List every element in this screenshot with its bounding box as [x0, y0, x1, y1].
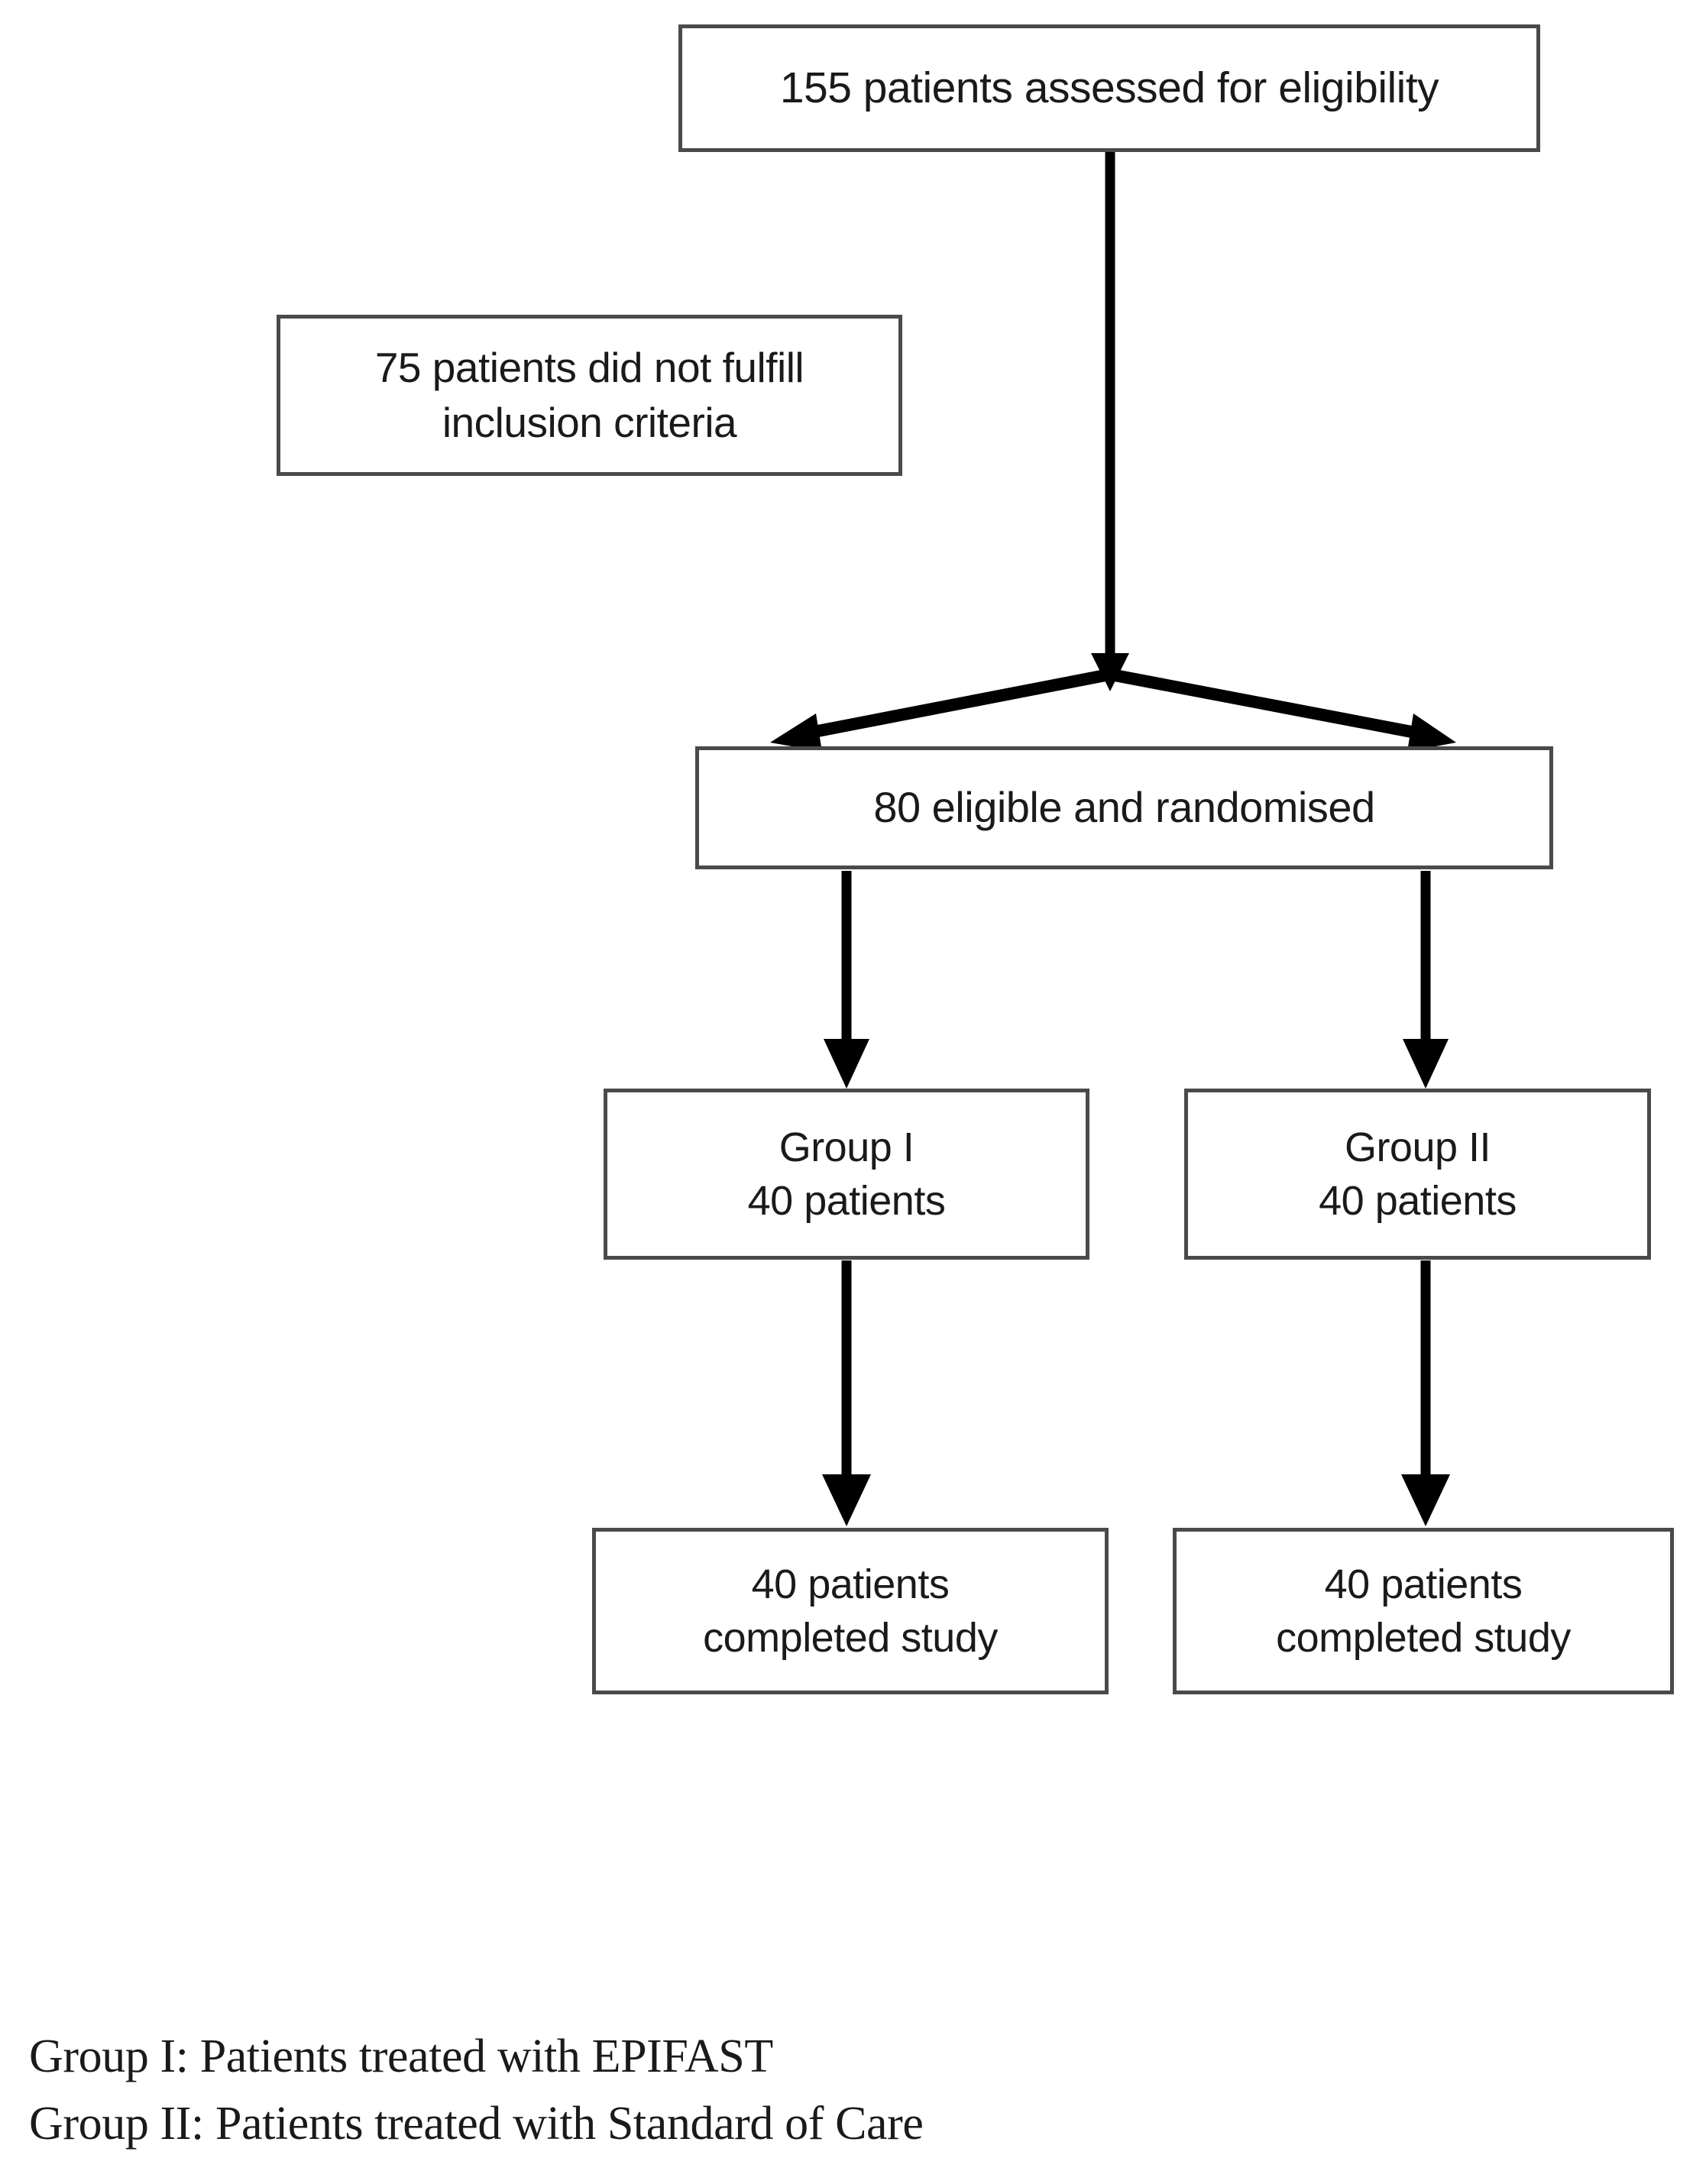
node-group-1-text-wrap: Group I 40 patients — [748, 1121, 946, 1228]
node-randomised-text: 80 eligible and randomised — [873, 783, 1375, 832]
node-complete-2-text-wrap: 40 patients completed study — [1276, 1558, 1571, 1665]
node-group-2-label: Group II — [1344, 1124, 1491, 1170]
legend-line-group-1: Group I: Patients treated with EPIFAST — [29, 2030, 773, 2082]
legend-line-group-2: Group II: Patients treated with Standard… — [29, 2098, 924, 2150]
node-assessed-text: 155 patients assessed for eligibility — [779, 63, 1439, 113]
edge-randomised-to-group1 — [824, 871, 869, 1089]
node-group-1-completed-study: 40 patients completed study — [592, 1528, 1109, 1694]
node-complete-1-text-wrap: 40 patients completed study — [703, 1558, 998, 1665]
node-excluded-not-fulfilling-criteria: 75 patients did not fulfill inclusion cr… — [277, 315, 902, 476]
node-group-2-text-wrap: Group II 40 patients — [1319, 1121, 1517, 1228]
node-group-1: Group I 40 patients — [604, 1089, 1089, 1260]
edge-split-to-randomised-left — [770, 669, 1107, 752]
edge-assessed-to-split — [1091, 151, 1129, 691]
node-group-2-completed-study: 40 patients completed study — [1173, 1528, 1674, 1694]
node-excluded-text-wrap: 75 patients did not fulfill inclusion cr… — [375, 341, 804, 450]
node-complete-2-line-2: completed study — [1276, 1615, 1571, 1661]
node-group-2: Group II 40 patients — [1184, 1089, 1651, 1260]
edge-split-to-randomised-right — [1113, 669, 1456, 752]
edge-randomised-to-group2 — [1403, 871, 1449, 1089]
node-complete-2-line-1: 40 patients — [1324, 1561, 1523, 1607]
edge-group2-to-complete2 — [1401, 1260, 1450, 1526]
node-excluded-line-1: 75 patients did not fulfill — [374, 344, 804, 391]
node-complete-1-line-1: 40 patients — [751, 1561, 950, 1607]
node-complete-1-line-2: completed study — [703, 1615, 998, 1661]
node-group-1-label: Group I — [779, 1124, 915, 1170]
edge-group1-to-complete1 — [822, 1260, 871, 1526]
node-excluded-line-2: inclusion criteria — [442, 398, 737, 446]
node-group-1-count: 40 patients — [747, 1178, 946, 1224]
node-group-2-count: 40 patients — [1319, 1178, 1517, 1224]
diagram-legend: Group I: Patients treated with EPIFAST G… — [29, 2023, 1404, 2157]
node-assessed-for-eligibility: 155 patients assessed for eligibility — [678, 24, 1540, 152]
node-eligible-and-randomised: 80 eligible and randomised — [695, 746, 1553, 869]
